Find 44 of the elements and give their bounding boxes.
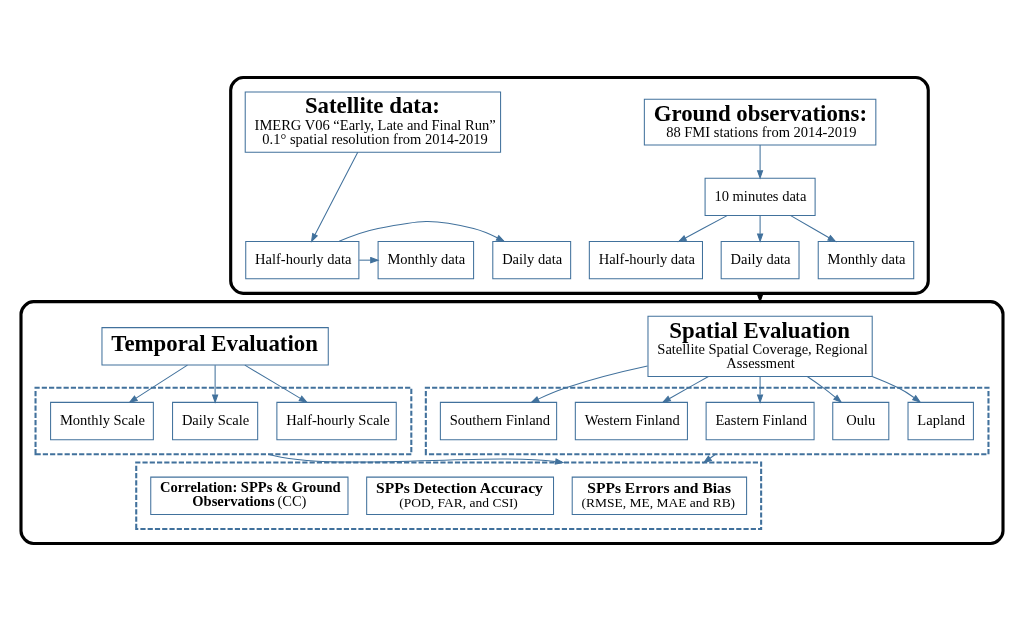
node-box: Ground observations: 88 FMI stations from 2014-2019: [643, 98, 877, 145]
node-box: 10 minutes data: [704, 177, 816, 216]
arrow: [756, 293, 764, 303]
node-box: Oulu: [832, 401, 890, 440]
arrow: [677, 214, 728, 242]
cluster: [135, 461, 763, 530]
node-box: Lapland: [907, 401, 974, 440]
node-box: Satellite data: IMERG V06 “Early, Late and Final Run” 0.1° spatial resolution from 2014-2019: [244, 90, 502, 153]
node-box: Western Finland: [574, 401, 688, 440]
node-box: Temporal Evaluation: [101, 326, 329, 365]
arrow: [338, 220, 506, 242]
node-box: Spatial Evaluation Satellite Spatial Coverage, Regional Assessment: [647, 315, 873, 377]
cluster: [34, 386, 413, 455]
arrow: [310, 151, 359, 243]
arrow: [530, 365, 648, 403]
arrow: [806, 375, 843, 403]
node-box: Daily data: [720, 240, 800, 279]
node-box: SPPs Detection Accuracy (POD, FAR, and CSI): [366, 476, 555, 515]
arrow: [871, 375, 922, 403]
arrow: [756, 143, 764, 179]
arrow: [756, 214, 764, 243]
arrow: [661, 375, 709, 403]
arrow: [756, 375, 764, 404]
arrow: [128, 364, 188, 403]
node-box: Monthly data: [817, 240, 915, 279]
cluster: [19, 299, 1005, 545]
cluster: [424, 386, 990, 455]
arrow: [702, 453, 716, 463]
node-box: Monthly Scale: [50, 401, 154, 440]
arrow: [790, 214, 837, 242]
node-box: Eastern Finland: [705, 401, 815, 440]
arrow: [211, 364, 219, 404]
node-box: Daily Scale: [172, 401, 259, 440]
arrow: [358, 256, 380, 263]
node-box: Half-hourly data: [588, 240, 703, 279]
node-box: Correlation: SPPs & Ground Observations (CC): [150, 476, 349, 515]
arrow: [267, 453, 565, 465]
node-box: Half-hourly data: [245, 240, 360, 279]
node-box: Daily data: [492, 240, 572, 279]
node-box: Half-hourly Scale: [276, 401, 397, 440]
node-box: Monthly data: [377, 240, 475, 279]
arrow: [244, 364, 309, 403]
node-box: SPPs Errors and Bias (RMSE, ME, MAE and RB): [571, 476, 748, 515]
node-box: Southern Finland: [439, 401, 558, 440]
